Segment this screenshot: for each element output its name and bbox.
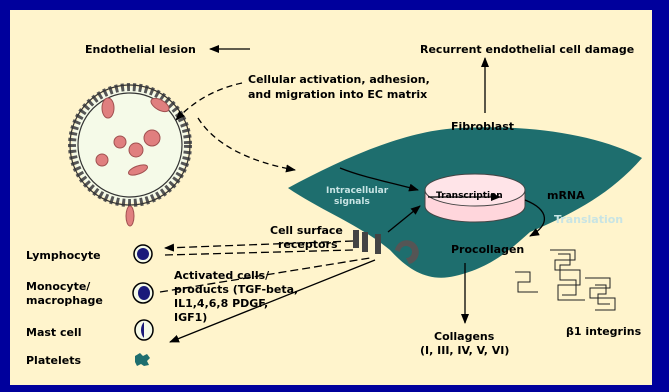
label-transcription: Transcription xyxy=(436,191,503,201)
label-activated-3: IL1,4,6,8 PDGF, xyxy=(174,297,268,310)
label-collagens-1: Collagens xyxy=(434,330,495,343)
platelets xyxy=(135,353,150,366)
label-translation: Translation xyxy=(554,213,623,226)
label-integrins: β1 integrins xyxy=(566,325,642,338)
label-intracellular-1: Intracellular xyxy=(326,186,389,196)
label-cell-surface-2: receptors xyxy=(278,238,338,251)
label-monocyte-2: macrophage xyxy=(26,294,103,307)
label-endothelial-lesion: Endothelial lesion xyxy=(85,43,196,56)
label-mast-cell: Mast cell xyxy=(26,326,82,339)
migrating-cell xyxy=(126,206,134,226)
label-procollagen: Procollagen xyxy=(451,243,524,256)
red-cell xyxy=(114,136,126,148)
label-intracellular-2: signals xyxy=(334,197,370,207)
label-lymphocyte: Lymphocyte xyxy=(26,249,101,262)
label-monocyte-1: Monocyte/ xyxy=(26,280,91,293)
label-fibroblast: Fibroblast xyxy=(451,120,514,133)
label-mrna: mRNA xyxy=(547,189,585,202)
label-cell-surface-1: Cell surface xyxy=(270,224,343,237)
red-cell xyxy=(129,143,143,157)
label-cellular-activation-1: Cellular activation, adhesion, xyxy=(248,73,430,86)
collagen-pathway-diagram: Endothelial lesion Recurrent endothelial… xyxy=(10,10,652,385)
blood-vessel xyxy=(70,85,190,205)
label-activated-4: IGF1) xyxy=(174,311,207,324)
red-cell xyxy=(102,98,114,118)
red-cell xyxy=(96,154,108,166)
label-recurrent-damage: Recurrent endothelial cell damage xyxy=(420,43,634,56)
label-activated-2: products (TGF-beta, xyxy=(174,283,298,296)
label-collagens-2: (I, III, IV, V, VI) xyxy=(420,344,509,357)
monocyte-cell xyxy=(133,283,153,303)
red-cell xyxy=(144,130,160,146)
label-platelets: Platelets xyxy=(26,354,81,367)
mast-cell xyxy=(135,320,153,340)
diagram-panel: Endothelial lesion Recurrent endothelial… xyxy=(10,10,652,385)
lymphocyte-cell xyxy=(134,245,152,263)
label-cellular-activation-2: and migration into EC matrix xyxy=(248,88,427,101)
integrin-fibers xyxy=(515,250,615,310)
label-activated-1: Activated cells/ xyxy=(174,269,270,282)
